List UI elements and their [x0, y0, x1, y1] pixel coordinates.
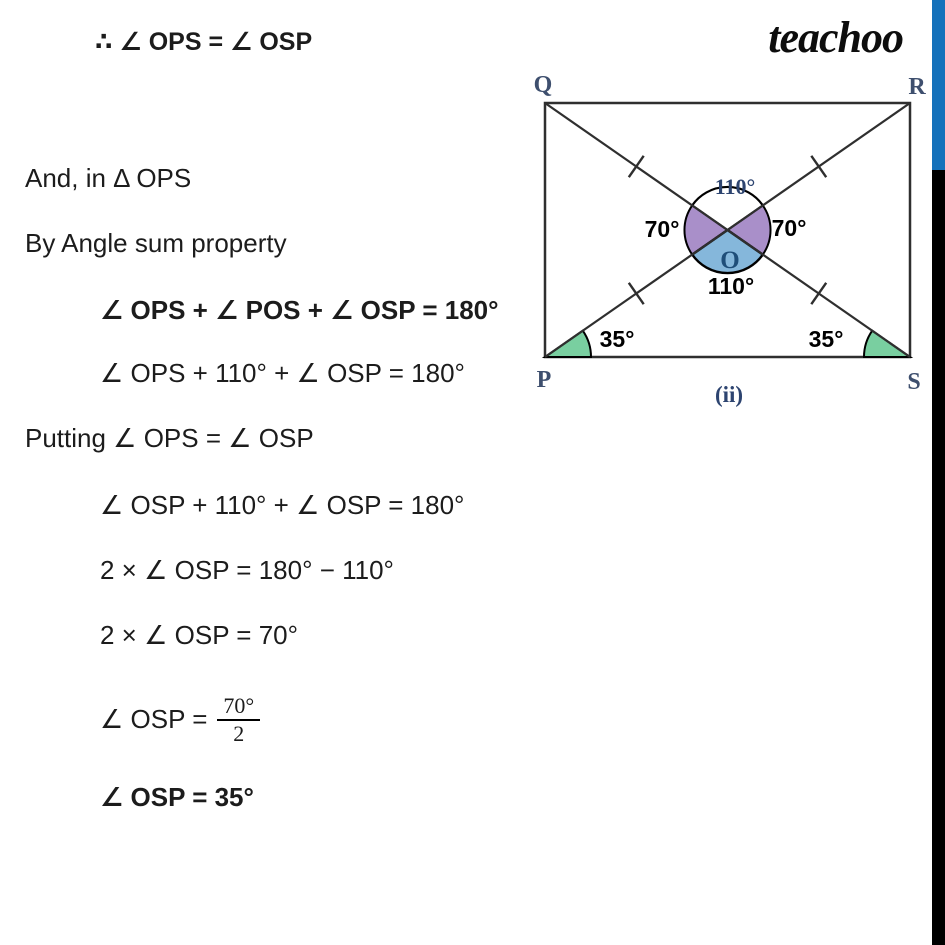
- angle-label-left-70: 70°: [645, 216, 680, 242]
- equation-angle-sum-bold: ∠ OPS + ∠ POS + ∠ OSP = 180°: [100, 295, 499, 325]
- equation-osp-fraction: ∠ OSP = 70° 2: [100, 693, 261, 747]
- bottom-110-degree-wedge: [690, 228, 765, 275]
- right-70-degree-wedge: [725, 204, 772, 256]
- equation-two-times-osp-70: 2 × ∠ OSP = 70°: [100, 620, 299, 650]
- equation-result-osp-35: ∠ OSP = 35°: [100, 782, 254, 812]
- right-edge-blue-bar: [932, 0, 945, 170]
- right-edge-black-bar: [932, 170, 945, 945]
- equation-two-times-osp: 2 × ∠ OSP = 180° − 110°: [100, 555, 394, 585]
- diagonal-pr: [544, 102, 911, 358]
- left-70-degree-wedge: [683, 204, 730, 256]
- angle-label-top-110: 110°: [715, 174, 756, 199]
- rectangle-pqrs: [543, 101, 912, 359]
- angle-label-p-35: 35°: [600, 326, 635, 352]
- angle-label-right-70: 70°: [772, 215, 807, 241]
- diagram-svg: Q R P S 110° 70° 70° O 110° 35° 35° (ii): [534, 72, 927, 407]
- line-and-in-triangle-ops: And, in Δ OPS: [25, 163, 192, 193]
- top-110-degree-arc: [691, 185, 764, 207]
- tick-mark-os: [810, 282, 828, 305]
- equation-osp-twice: ∠ OSP + 110° + ∠ OSP = 180°: [100, 490, 465, 520]
- vertex-label-s: S: [907, 369, 920, 395]
- tick-mark-or: [810, 155, 828, 178]
- vertex-label-r: R: [908, 74, 926, 100]
- line-by-angle-sum-property: By Angle sum property: [25, 228, 287, 258]
- fraction-70-over-2: 70° 2: [217, 693, 261, 747]
- center-label-o: O: [720, 247, 739, 274]
- rectangle-diagram: Q R P S 110° 70° 70° O 110° 35° 35° (ii): [520, 60, 945, 420]
- vertex-label-p: P: [537, 367, 552, 393]
- diagram-caption-ii: (ii): [715, 382, 743, 407]
- fraction-prefix: ∠ OSP =: [100, 704, 208, 735]
- angle-label-bottom-110: 110°: [708, 273, 754, 299]
- line-therefore-ops-equals-osp: ∴ ∠ OPS = ∠ OSP: [95, 28, 313, 56]
- line-putting-ops-equals-osp: Putting ∠ OPS = ∠ OSP: [25, 423, 314, 453]
- equation-substitute-110: ∠ OPS + 110° + ∠ OSP = 180°: [100, 358, 465, 388]
- teachoo-logo: teachoo: [768, 13, 904, 62]
- angle-label-s-35: 35°: [809, 326, 844, 352]
- fraction-denominator: 2: [233, 721, 245, 747]
- tick-mark-qo: [627, 155, 645, 178]
- fraction-numerator: 70°: [217, 693, 261, 722]
- vertex-label-q: Q: [534, 72, 553, 98]
- tick-mark-po: [627, 282, 645, 305]
